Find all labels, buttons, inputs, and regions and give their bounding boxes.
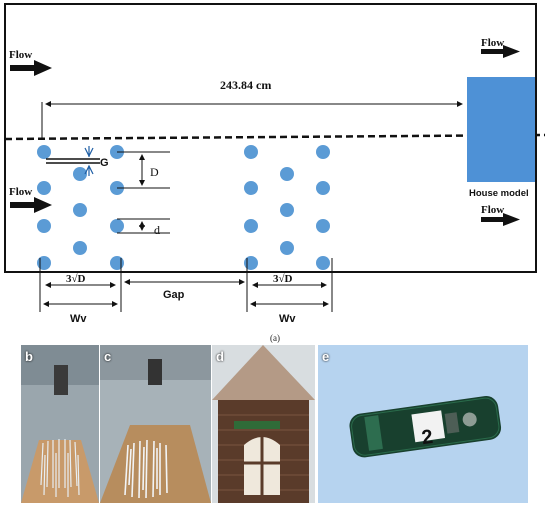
cylinder xyxy=(316,219,330,233)
photo-d: d xyxy=(212,345,315,503)
diameter-d-label: d xyxy=(154,223,160,237)
cylinder xyxy=(316,256,330,270)
distance-label: 243.84 cm xyxy=(220,78,271,92)
cylinder xyxy=(244,256,258,270)
cylinder xyxy=(37,181,51,195)
flow-arrow-mid-left xyxy=(10,197,52,213)
cylinder xyxy=(37,219,51,233)
cylinder xyxy=(280,167,294,181)
gap-short-label: G xyxy=(100,157,109,169)
caption-a: (a) xyxy=(270,333,280,343)
gap-indicator xyxy=(46,146,100,176)
flow-label-mid-left: Flow xyxy=(9,186,32,198)
flow-label-top-right: Flow xyxy=(481,37,504,49)
photo-b: b xyxy=(21,345,99,503)
cylinder xyxy=(244,145,258,159)
cylinder xyxy=(37,145,51,159)
flume-schematic: Flow Flow Flow Flow 243.84 cm House mode… xyxy=(4,3,546,325)
cylinder xyxy=(73,241,87,255)
left-row-width-label: 3√D xyxy=(66,273,86,285)
cylinder xyxy=(110,256,124,270)
flow-label-top-left: Flow xyxy=(9,49,32,61)
flow-arrow-top-right xyxy=(481,45,520,58)
panel-letter-b: b xyxy=(25,349,33,364)
gap-label: Gap xyxy=(163,289,185,301)
house-model xyxy=(467,77,535,182)
cylinder xyxy=(73,203,87,217)
diameter-dimension xyxy=(117,218,170,234)
flow-arrow-top-left xyxy=(10,60,52,76)
spacing-D-label: D xyxy=(150,165,159,179)
cylinder xyxy=(37,256,51,270)
right-wv-label: Wv xyxy=(279,313,296,325)
d-spacing-dimension xyxy=(117,151,170,189)
logger-tag-text: 2 xyxy=(420,426,434,449)
left-array-dimensions xyxy=(39,258,122,312)
cylinder xyxy=(244,219,258,233)
right-array-dimensions xyxy=(246,258,333,312)
photo-c: c xyxy=(100,345,211,503)
cylinder xyxy=(73,167,87,181)
flow-arrow-bottom-right xyxy=(481,213,520,226)
photo-e: 2 e xyxy=(318,345,528,503)
cylinder xyxy=(316,145,330,159)
cylinder-array xyxy=(37,145,330,270)
dashed-boundary xyxy=(4,133,546,141)
cylinder xyxy=(280,203,294,217)
flow-label-bottom-right: Flow xyxy=(481,204,504,216)
cylinder xyxy=(110,219,124,233)
panel-letter-c: c xyxy=(104,349,112,364)
panel-letter-e: e xyxy=(322,349,330,364)
house-model-label: House model xyxy=(469,188,529,199)
left-wv-label: Wv xyxy=(70,313,87,325)
cylinder xyxy=(280,241,294,255)
cylinder xyxy=(316,181,330,195)
cylinder xyxy=(244,181,258,195)
panel-letter-d: d xyxy=(216,349,224,364)
right-row-width-label: 3√D xyxy=(273,273,293,285)
